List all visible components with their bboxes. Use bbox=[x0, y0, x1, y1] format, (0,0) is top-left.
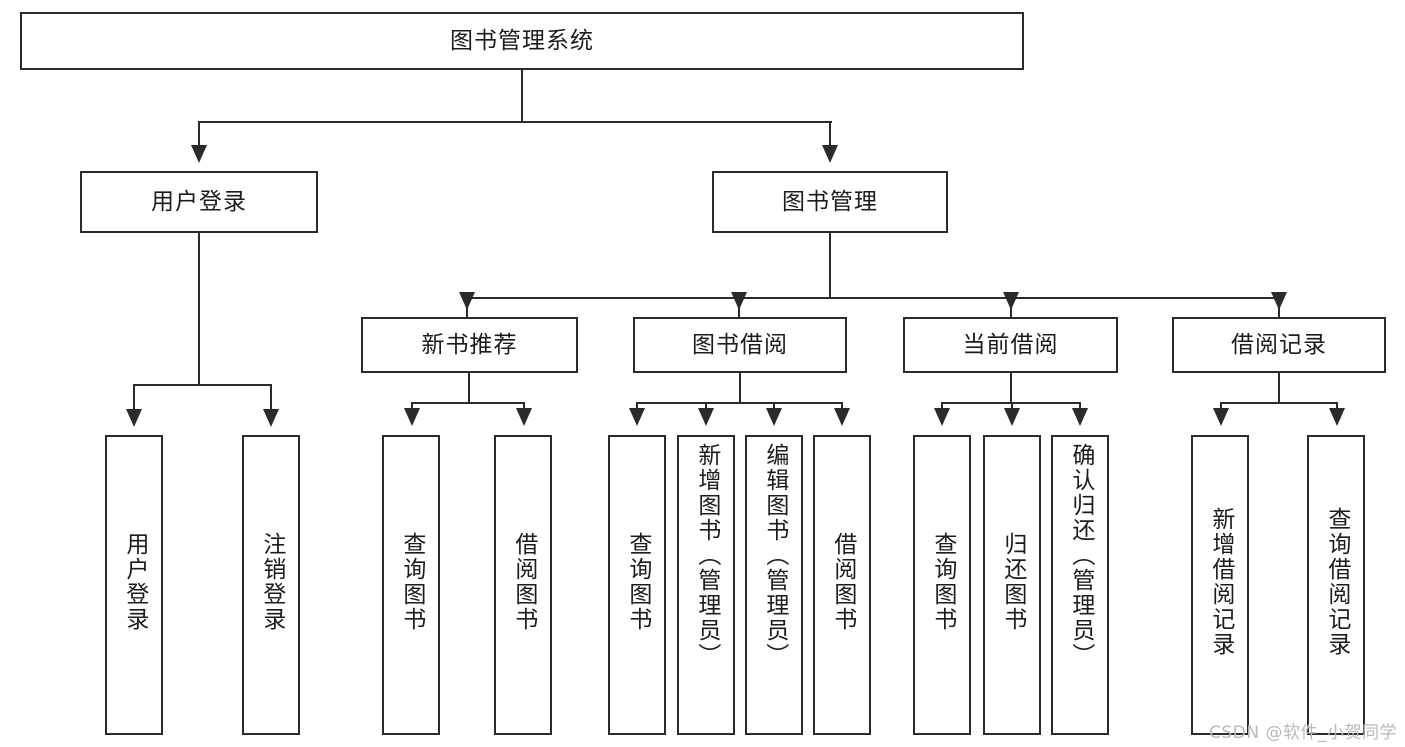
connector-root-to-user-login bbox=[198, 121, 200, 147]
connector-root-stem bbox=[521, 70, 523, 122]
connector-root-to-book-manage bbox=[829, 121, 831, 147]
arrow-book-manage-child-1 bbox=[459, 292, 475, 310]
arrow-root-to-user-login bbox=[191, 145, 207, 163]
connector-new-book-bar bbox=[411, 402, 525, 404]
leaf-user-login-logout[interactable]: 注销登录 bbox=[242, 435, 300, 735]
leaf-label: 确认归还（管理员） bbox=[1067, 443, 1094, 668]
leaf-user-login-login[interactable]: 用户登录 bbox=[105, 435, 163, 735]
leaf-book-borrow-add-book-admin[interactable]: 新增图书（管理员） bbox=[677, 435, 735, 735]
leaf-borrow-record-query-record[interactable]: 查询借阅记录 bbox=[1307, 435, 1365, 735]
arrow-book-manage-child-4 bbox=[1271, 292, 1287, 310]
arrow-root-to-book-manage bbox=[822, 145, 838, 163]
leaf-book-borrow-borrow-book[interactable]: 借阅图书 bbox=[813, 435, 871, 735]
leaf-label: 借阅图书 bbox=[829, 532, 856, 632]
arrow-new-book-leaf-2 bbox=[516, 408, 532, 426]
node-label: 用户登录 bbox=[151, 188, 247, 215]
leaf-current-borrow-query-book[interactable]: 查询图书 bbox=[913, 435, 971, 735]
arrow-new-book-leaf-1 bbox=[404, 408, 420, 426]
connector-user-login-bar bbox=[133, 384, 272, 386]
leaf-label: 归还图书 bbox=[999, 532, 1026, 632]
arrow-book-manage-child-3 bbox=[1003, 292, 1019, 310]
connector-borrow-record-stem bbox=[1278, 373, 1280, 403]
leaf-label: 查询借阅记录 bbox=[1323, 507, 1350, 657]
leaf-label: 编辑图书（管理员） bbox=[761, 443, 788, 668]
arrow-book-borrow-leaf-4 bbox=[834, 408, 850, 426]
node-label: 新书推荐 bbox=[421, 331, 518, 358]
node-label: 图书借阅 bbox=[692, 331, 788, 358]
connector-book-manage-bar bbox=[466, 297, 1280, 299]
connector-user-login-drop-2 bbox=[270, 384, 272, 411]
connector-book-borrow-bar bbox=[636, 402, 842, 404]
connector-root-bar bbox=[198, 121, 832, 123]
connector-book-borrow-stem bbox=[739, 373, 741, 403]
leaf-label: 查询图书 bbox=[624, 532, 651, 632]
node-borrow-record[interactable]: 借阅记录 bbox=[1172, 317, 1386, 373]
node-user-login[interactable]: 用户登录 bbox=[80, 171, 318, 233]
leaf-new-book-query-book[interactable]: 查询图书 bbox=[382, 435, 440, 735]
leaf-label: 查询图书 bbox=[929, 532, 956, 632]
leaf-current-borrow-confirm-return-admin[interactable]: 确认归还（管理员） bbox=[1051, 435, 1109, 735]
arrow-user-login-leaf-2 bbox=[263, 409, 279, 427]
connector-new-book-stem bbox=[468, 373, 470, 403]
leaf-book-borrow-edit-book-admin[interactable]: 编辑图书（管理员） bbox=[745, 435, 803, 735]
leaf-label: 用户登录 bbox=[121, 532, 148, 632]
connector-user-login-stem bbox=[198, 233, 200, 385]
arrow-current-borrow-leaf-2 bbox=[1004, 408, 1020, 426]
leaf-label: 注销登录 bbox=[258, 532, 285, 632]
arrow-book-manage-child-2 bbox=[731, 292, 747, 310]
arrow-book-borrow-leaf-3 bbox=[766, 408, 782, 426]
leaf-label: 借阅图书 bbox=[510, 532, 537, 632]
leaf-label: 新增借阅记录 bbox=[1207, 507, 1234, 657]
connector-current-borrow-stem bbox=[1010, 373, 1012, 403]
arrow-book-borrow-leaf-2 bbox=[698, 408, 714, 426]
leaf-label: 新增图书（管理员） bbox=[693, 443, 720, 668]
arrow-current-borrow-leaf-3 bbox=[1072, 408, 1088, 426]
leaf-label: 查询图书 bbox=[398, 532, 425, 632]
node-new-book-recommend[interactable]: 新书推荐 bbox=[361, 317, 578, 373]
node-root-system[interactable]: 图书管理系统 bbox=[20, 12, 1024, 70]
node-book-borrow[interactable]: 图书借阅 bbox=[633, 317, 847, 373]
arrow-current-borrow-leaf-1 bbox=[934, 408, 950, 426]
node-label: 当前借阅 bbox=[962, 331, 1059, 358]
leaf-current-borrow-return-book[interactable]: 归还图书 bbox=[983, 435, 1041, 735]
node-label: 图书管理 bbox=[782, 188, 878, 215]
leaf-book-borrow-query-book[interactable]: 查询图书 bbox=[608, 435, 666, 735]
node-book-manage[interactable]: 图书管理 bbox=[712, 171, 948, 233]
leaf-borrow-record-add-record[interactable]: 新增借阅记录 bbox=[1191, 435, 1249, 735]
node-label: 图书管理系统 bbox=[450, 27, 594, 54]
connector-book-manage-stem bbox=[829, 233, 831, 298]
node-current-borrow[interactable]: 当前借阅 bbox=[903, 317, 1118, 373]
arrow-user-login-leaf-1 bbox=[126, 409, 142, 427]
connector-user-login-drop-1 bbox=[133, 384, 135, 411]
arrow-book-borrow-leaf-1 bbox=[629, 408, 645, 426]
arrow-borrow-record-leaf-1 bbox=[1213, 408, 1229, 426]
node-label: 借阅记录 bbox=[1231, 331, 1327, 358]
connector-borrow-record-bar bbox=[1220, 402, 1338, 404]
leaf-new-book-borrow-book[interactable]: 借阅图书 bbox=[494, 435, 552, 735]
arrow-borrow-record-leaf-2 bbox=[1329, 408, 1345, 426]
